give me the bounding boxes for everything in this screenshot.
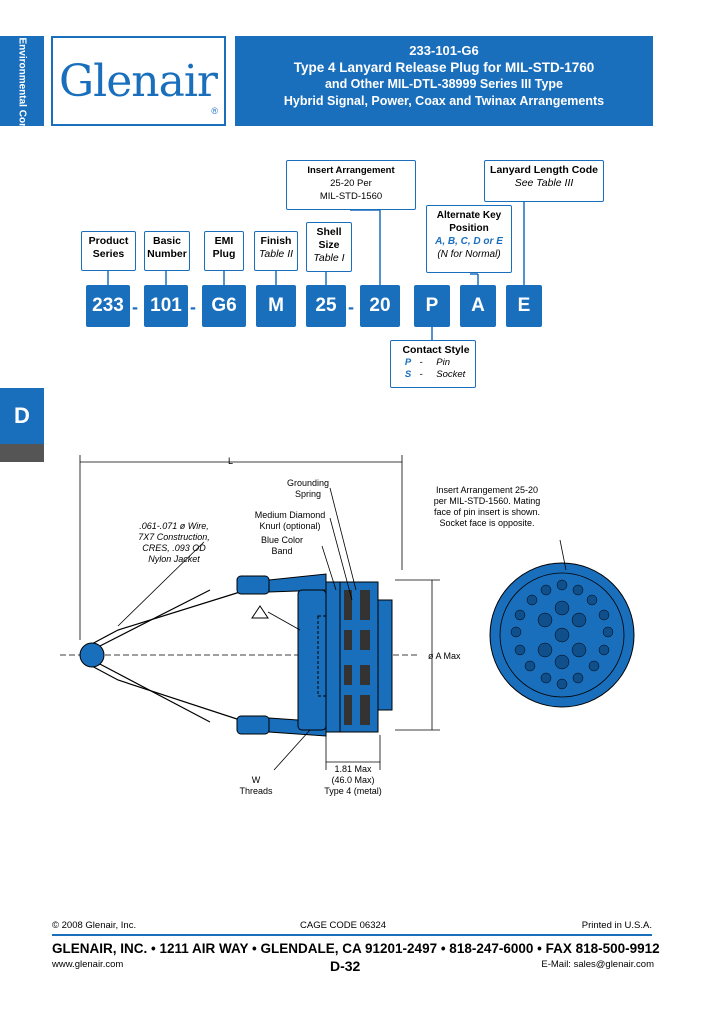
label-shell-size: Shell Size Table I — [306, 222, 352, 272]
label-finish-title: Finish — [260, 235, 292, 247]
label-shell-size-sub: Table I — [313, 252, 345, 264]
contact-p-desc: Pin — [436, 357, 451, 368]
pn-dash-2: - — [190, 297, 196, 317]
knurl-line2: Knurl (optional) — [259, 521, 321, 531]
insert-note-line1: Insert Arrangement 25-20 — [435, 485, 539, 495]
pn-dash-1: - — [132, 297, 138, 317]
label-alternate-key: Alternate Key Position A, B, C, D or E (… — [426, 205, 512, 273]
threads-line1: W — [251, 775, 261, 785]
pn-key: A — [460, 285, 496, 327]
label-lanyard-sub: See Table III — [514, 177, 574, 189]
pn-shell: 25 — [306, 285, 346, 327]
side-tab: Environmental Connectors — [0, 36, 44, 165]
plug-body — [297, 589, 327, 731]
label-basic-number-line1: Basic — [152, 235, 182, 247]
label-product-series: Product Series — [81, 231, 136, 271]
title-box: 233-101-G6 Type 4 Lanyard Release Plug f… — [235, 36, 653, 126]
threads-line2: Threads — [239, 786, 273, 796]
grounding-line2: Spring — [294, 489, 321, 499]
label-insert-sub1: 25-20 Per — [330, 178, 372, 189]
cage-code: CAGE CODE 06324 — [300, 920, 387, 931]
contact-s-desc: Socket — [436, 369, 466, 380]
contact-s-code: S — [404, 369, 412, 380]
insert-note: Insert Arrangement 25-20 per MIL-STD-156… — [420, 485, 554, 529]
label-contact-style: Contact Style P - Pin S - Socket — [390, 340, 476, 388]
label-alt-key-sub1: A, B, C, D or E — [435, 236, 503, 247]
pn-series: 233 — [86, 285, 130, 327]
label-emi-plug-line1: EMI — [214, 235, 234, 247]
label-contact-title: Contact Style — [402, 344, 470, 356]
wire-note-line2: 7X7 Construction, — [138, 532, 210, 542]
label-lanyard-title: Lanyard Length Code — [490, 164, 598, 176]
page-number: D-32 — [330, 958, 361, 974]
insert-note-line3: face of pin insert is shown. — [433, 507, 541, 517]
callout-lines — [107, 202, 525, 340]
pn-emi: G6 — [202, 285, 246, 327]
pn-contact: P — [414, 285, 450, 327]
label-emi-plug-line2: Plug — [212, 248, 236, 260]
label-finish: Finish Table II — [254, 231, 298, 271]
pn-dash-3: - — [348, 297, 354, 317]
pn-basic: 101 — [144, 285, 188, 327]
email: E-Mail: sales@glenair.com — [541, 959, 654, 970]
label-alt-key-title: Alternate Key Position — [436, 210, 502, 234]
pn-lanyard: E — [506, 285, 542, 327]
max-length-label: 1.81 Max (46.0 Max) Type 4 (metal) — [318, 764, 388, 797]
title-line4: Hybrid Signal, Power, Coax and Twinax Ar… — [283, 94, 605, 108]
label-product-series-line2: Series — [92, 248, 125, 260]
footer-rule — [52, 934, 652, 936]
title-line3: and Other MIL-DTL-38999 Series III Type — [324, 77, 564, 91]
section-tab-bar — [0, 444, 44, 462]
contact-p-code: P — [404, 357, 412, 368]
threads-label: W Threads — [236, 775, 276, 797]
label-finish-sub: Table II — [258, 248, 294, 260]
company-address: GLENAIR, INC. • 1211 AIR WAY • GLENDALE,… — [52, 941, 660, 956]
label-insert-title: Insert Arrangement — [307, 165, 395, 176]
max-len-line1: 1.81 Max — [334, 764, 372, 774]
copyright: © 2008 Glenair, Inc. — [52, 920, 137, 931]
dia-a-label: ø A Max — [428, 651, 461, 661]
label-insert-sub2: MIL-STD-1560 — [319, 191, 383, 202]
band-line2: Band — [271, 546, 293, 556]
lanyard-ring — [79, 642, 105, 668]
grounding-line1: Grounding — [286, 478, 330, 488]
knurl-line1: Medium Diamond — [254, 510, 326, 520]
label-basic-number: Basic Number — [144, 231, 190, 271]
wire-note: .061-.071 ø Wire, 7X7 Construction, CRES… — [134, 521, 214, 565]
wire-note-line3: CRES, .093 OD — [142, 543, 206, 553]
color-band-label: Blue Color Band — [254, 535, 310, 557]
label-shell-size-title: Shell Size — [316, 226, 342, 251]
logo-text: Glenair — [59, 56, 218, 107]
pn-finish: M — [256, 285, 296, 327]
title-line2: Type 4 Lanyard Release Plug for MIL-STD-… — [293, 60, 595, 75]
dim-l-label: L — [228, 456, 234, 466]
knurl-label: Medium Diamond Knurl (optional) — [248, 510, 332, 532]
label-lanyard-length: Lanyard Length Code See Table III — [484, 160, 604, 202]
logo-registered-mark: ® — [211, 106, 218, 116]
max-len-line2: (46.0 Max) — [331, 775, 375, 785]
label-basic-number-line2: Number — [147, 248, 187, 260]
contact-p-dash: - — [419, 357, 423, 368]
title-line1: 233-101-G6 — [409, 43, 479, 58]
contact-s-dash: - — [419, 369, 423, 380]
website: www.glenair.com — [52, 959, 124, 970]
printed-in: Printed in U.S.A. — [581, 920, 652, 931]
label-emi-plug: EMI Plug — [204, 231, 244, 271]
glenair-logo: Glenair ® — [51, 36, 226, 126]
label-product-series-line1: Product — [88, 235, 129, 247]
max-len-line3: Type 4 (metal) — [324, 786, 382, 796]
label-insert-arrangement: Insert Arrangement 25-20 Per MIL-STD-156… — [286, 160, 416, 210]
section-tab: D — [0, 388, 44, 444]
band-line1: Blue Color — [260, 535, 304, 545]
wire-note-line4: Nylon Jacket — [148, 554, 200, 564]
contact-cavities — [510, 579, 614, 690]
pn-insert: 20 — [360, 285, 400, 327]
insert-note-line4: Socket face is opposite. — [439, 518, 535, 528]
connector-drawing — [60, 455, 635, 771]
label-alt-key-sub2: (N for Normal) — [437, 249, 501, 260]
grounding-spring-label: Grounding Spring — [280, 478, 336, 500]
wire-note-line1: .061-.071 ø Wire, — [139, 521, 209, 531]
insert-note-line2: per MIL-STD-1560. Mating — [433, 496, 541, 506]
